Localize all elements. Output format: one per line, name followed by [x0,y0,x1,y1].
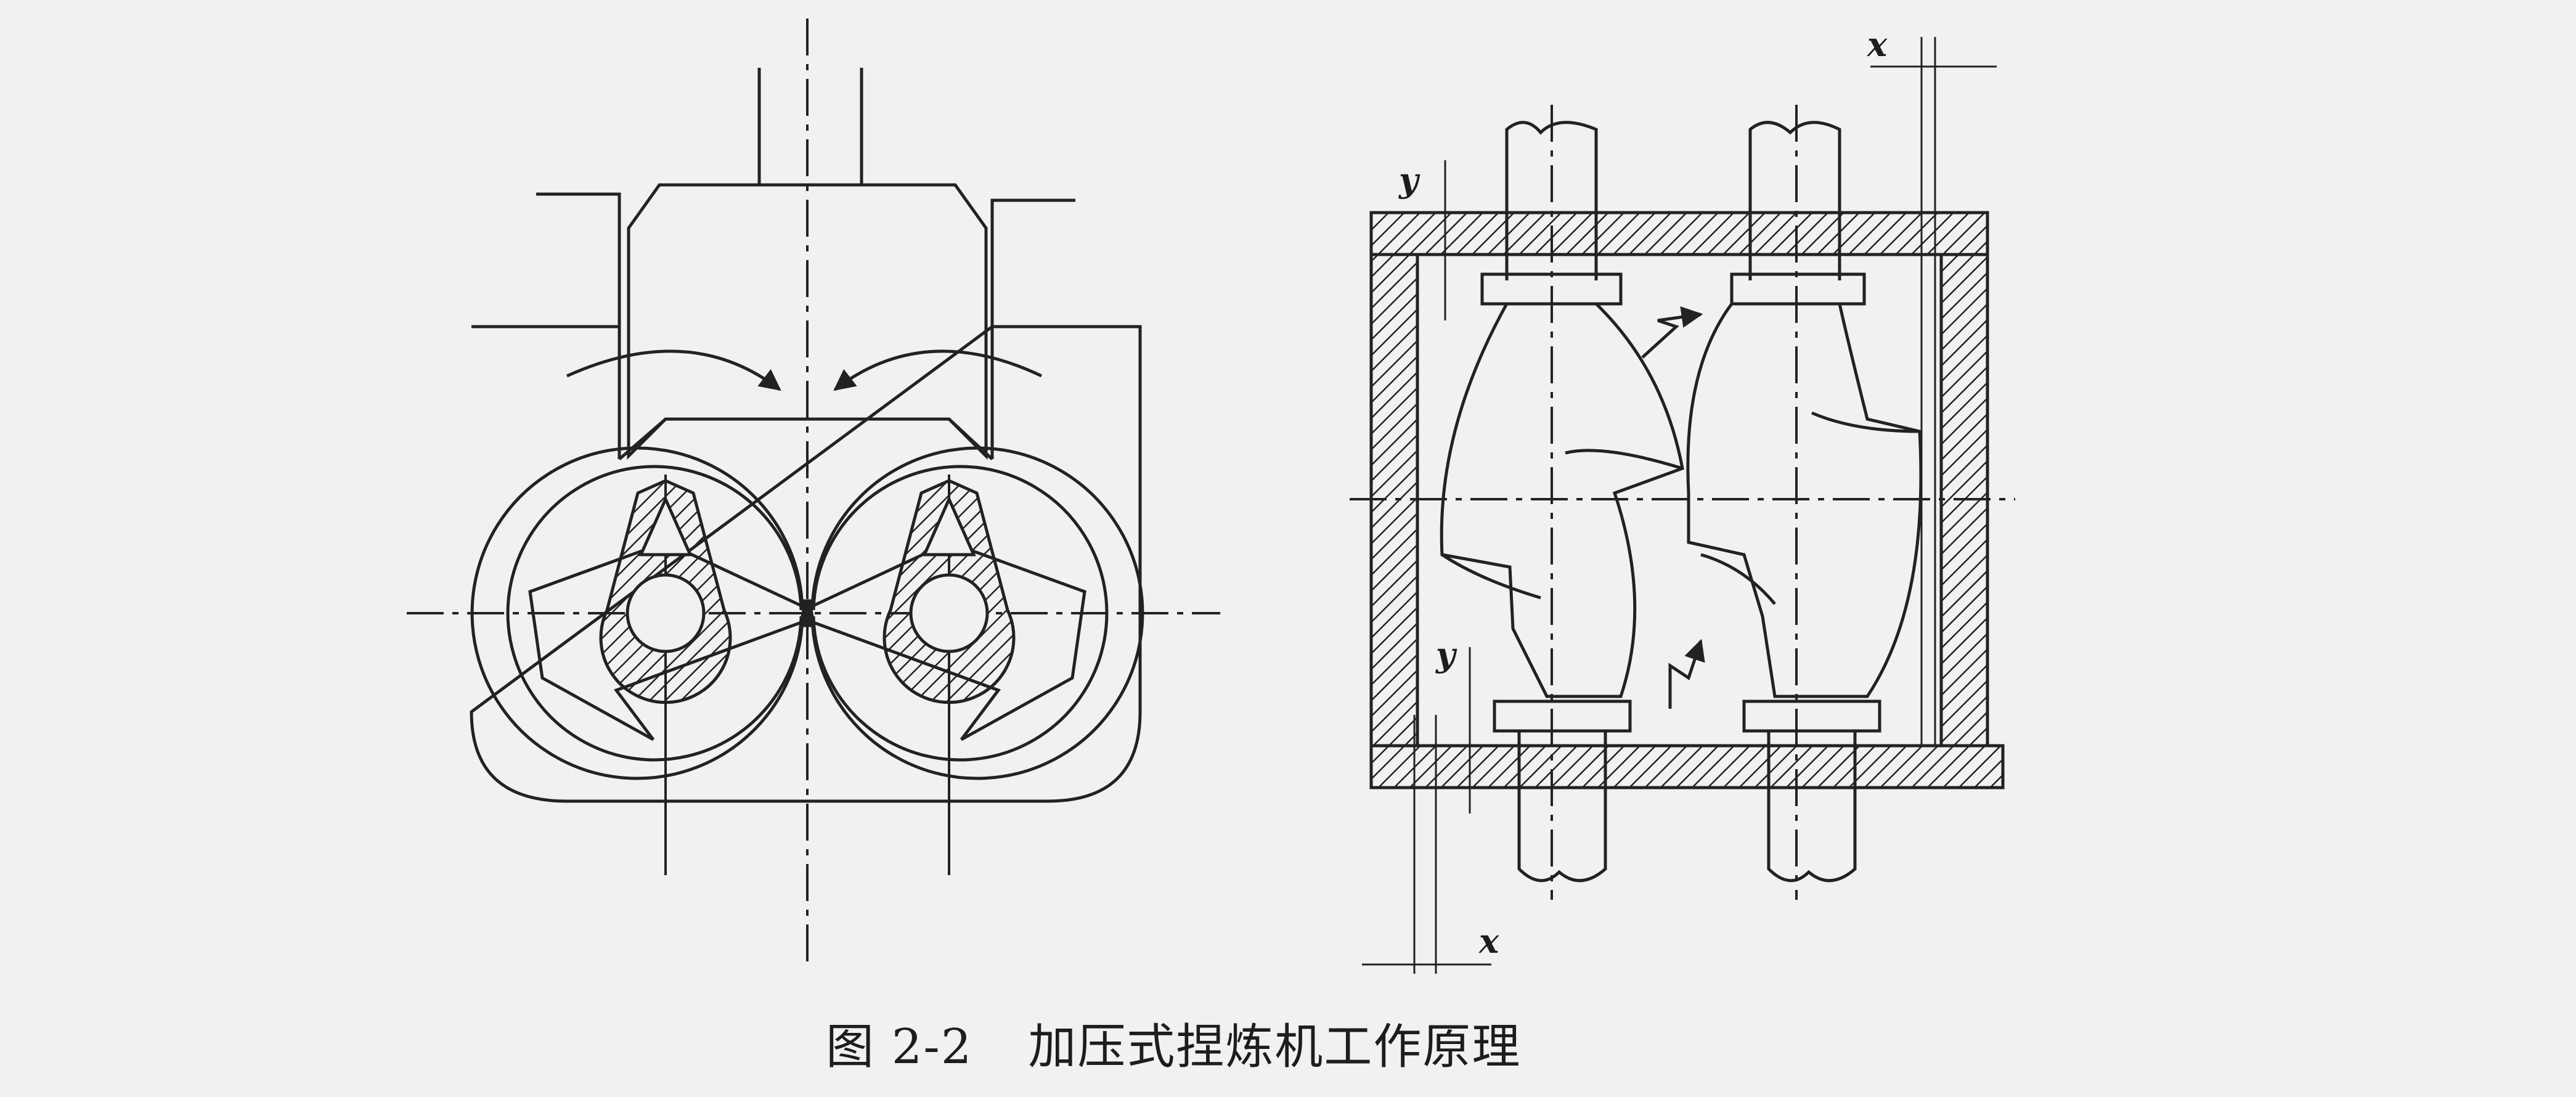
nip-point [802,599,813,627]
label-x-top: x [1867,25,1888,64]
housing-left-wall [1369,253,1419,748]
left-rotor-body [1440,302,1684,698]
right-rotor-body [1686,302,1923,698]
left-rotor-flight [1441,449,1683,600]
housing-inner-outline [1416,253,1943,748]
right-rotor-tip [922,495,976,557]
left-rotor-shaft-hole [626,573,706,653]
motion-zigzag-upper [1641,306,1703,359]
hopper-left-wall [536,192,621,459]
ram-guide-left [618,418,667,460]
mixing-chamber-inner [506,465,1109,762]
left-collar-bottom [1493,699,1632,733]
label-y-bottom: y [1436,635,1456,674]
left-cross-section-view [407,18,1220,961]
left-shaft-top [1505,121,1598,280]
right-longitudinal-view [1350,37,2015,974]
housing-right-wall [1939,253,1989,748]
right-collar-bottom [1742,699,1881,733]
right-rotor-flight [1700,411,1920,605]
ram-guide-right [948,418,993,460]
outer-casing [470,325,1142,803]
motion-zigzag-lower [1668,638,1705,709]
hopper-right-wall [990,198,1075,459]
caption-number: 图 2-2 [826,1019,973,1075]
label-x-bottom: x [1479,921,1499,961]
right-shaft-top [1748,121,1841,280]
flow-arrow-left [566,349,781,391]
housing-bottom-wall [1369,744,2005,789]
right-rotor-shaft-hole [909,573,989,653]
flow-arrow-right [833,349,1043,391]
mixing-chamber-outer [470,446,1144,780]
left-rotor-tip [638,495,693,557]
figure-caption: 图 2-2 加压式捏炼机工作原理 [826,1008,1521,1077]
housing-top-wall [1369,211,1989,256]
right-shaft-bottom [1767,730,1857,883]
label-y-top: y [1399,160,1419,200]
left-shaft-bottom [1517,730,1607,883]
caption-title: 加压式捏炼机工作原理 [1028,1019,1522,1075]
